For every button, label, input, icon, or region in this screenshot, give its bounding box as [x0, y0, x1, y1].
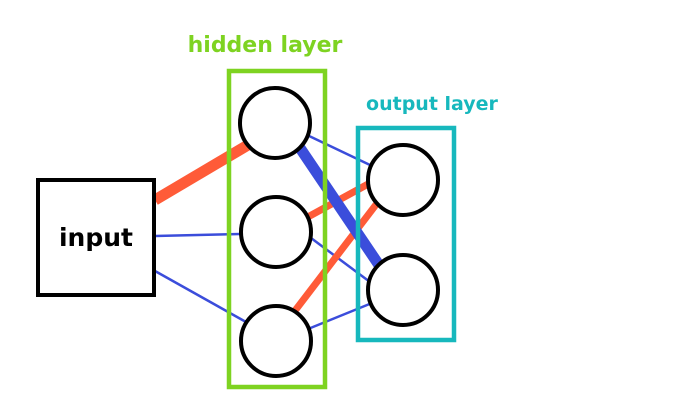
- hidden-neuron-3: [239, 304, 313, 378]
- input-node-box: [36, 178, 156, 297]
- edge-h3-o1: [291, 199, 381, 315]
- hidden-layer-box: [226, 68, 328, 390]
- edge-input-h3: [154, 269, 247, 324]
- output-layer-box: [355, 125, 457, 343]
- edge-h1-o2: [295, 144, 386, 272]
- output-layer-label: output layer: [366, 93, 499, 115]
- input-label: input: [59, 223, 133, 252]
- hidden-neuron-1: [238, 86, 312, 160]
- edge-input-h1: [152, 137, 256, 205]
- edges: [152, 133, 386, 331]
- hidden-neuron-2: [239, 195, 313, 269]
- edge-input-h2: [154, 232, 241, 238]
- output-neuron-2: [366, 253, 440, 327]
- output-neuron-1: [366, 143, 440, 217]
- edge-h1-o1: [306, 133, 371, 167]
- hidden-layer-label: hidden layer: [188, 33, 343, 58]
- edge-h3-o2: [307, 301, 373, 331]
